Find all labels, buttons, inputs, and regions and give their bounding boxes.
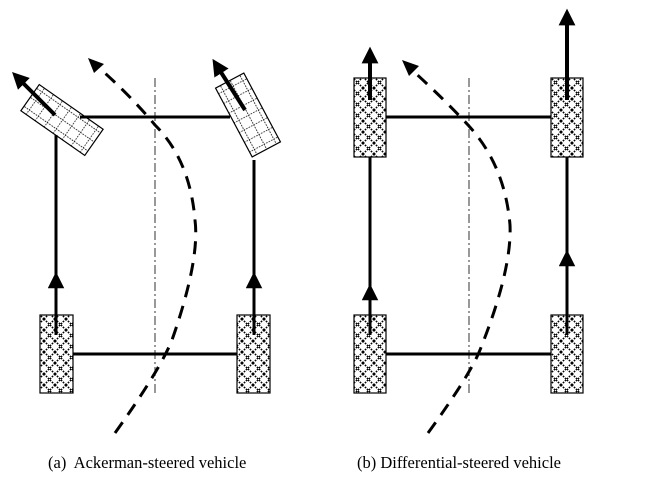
caption-differential: (b) Differential-steered vehicle: [357, 453, 562, 472]
path-arrowhead: [88, 58, 104, 73]
velocity-arrow-front-left: [12, 72, 57, 117]
panel-ackerman: [12, 58, 282, 434]
panel-differential: [353, 8, 584, 434]
path-arrowhead: [402, 60, 419, 76]
caption-ackerman: (a) Ackerman-steered vehicle: [48, 453, 247, 472]
velocity-arrow-front-right: [212, 58, 247, 112]
wheel-front-right: [214, 72, 282, 158]
wheel-rear-right: [236, 314, 271, 394]
turning-path: [96, 64, 198, 434]
turning-path: [410, 68, 512, 434]
